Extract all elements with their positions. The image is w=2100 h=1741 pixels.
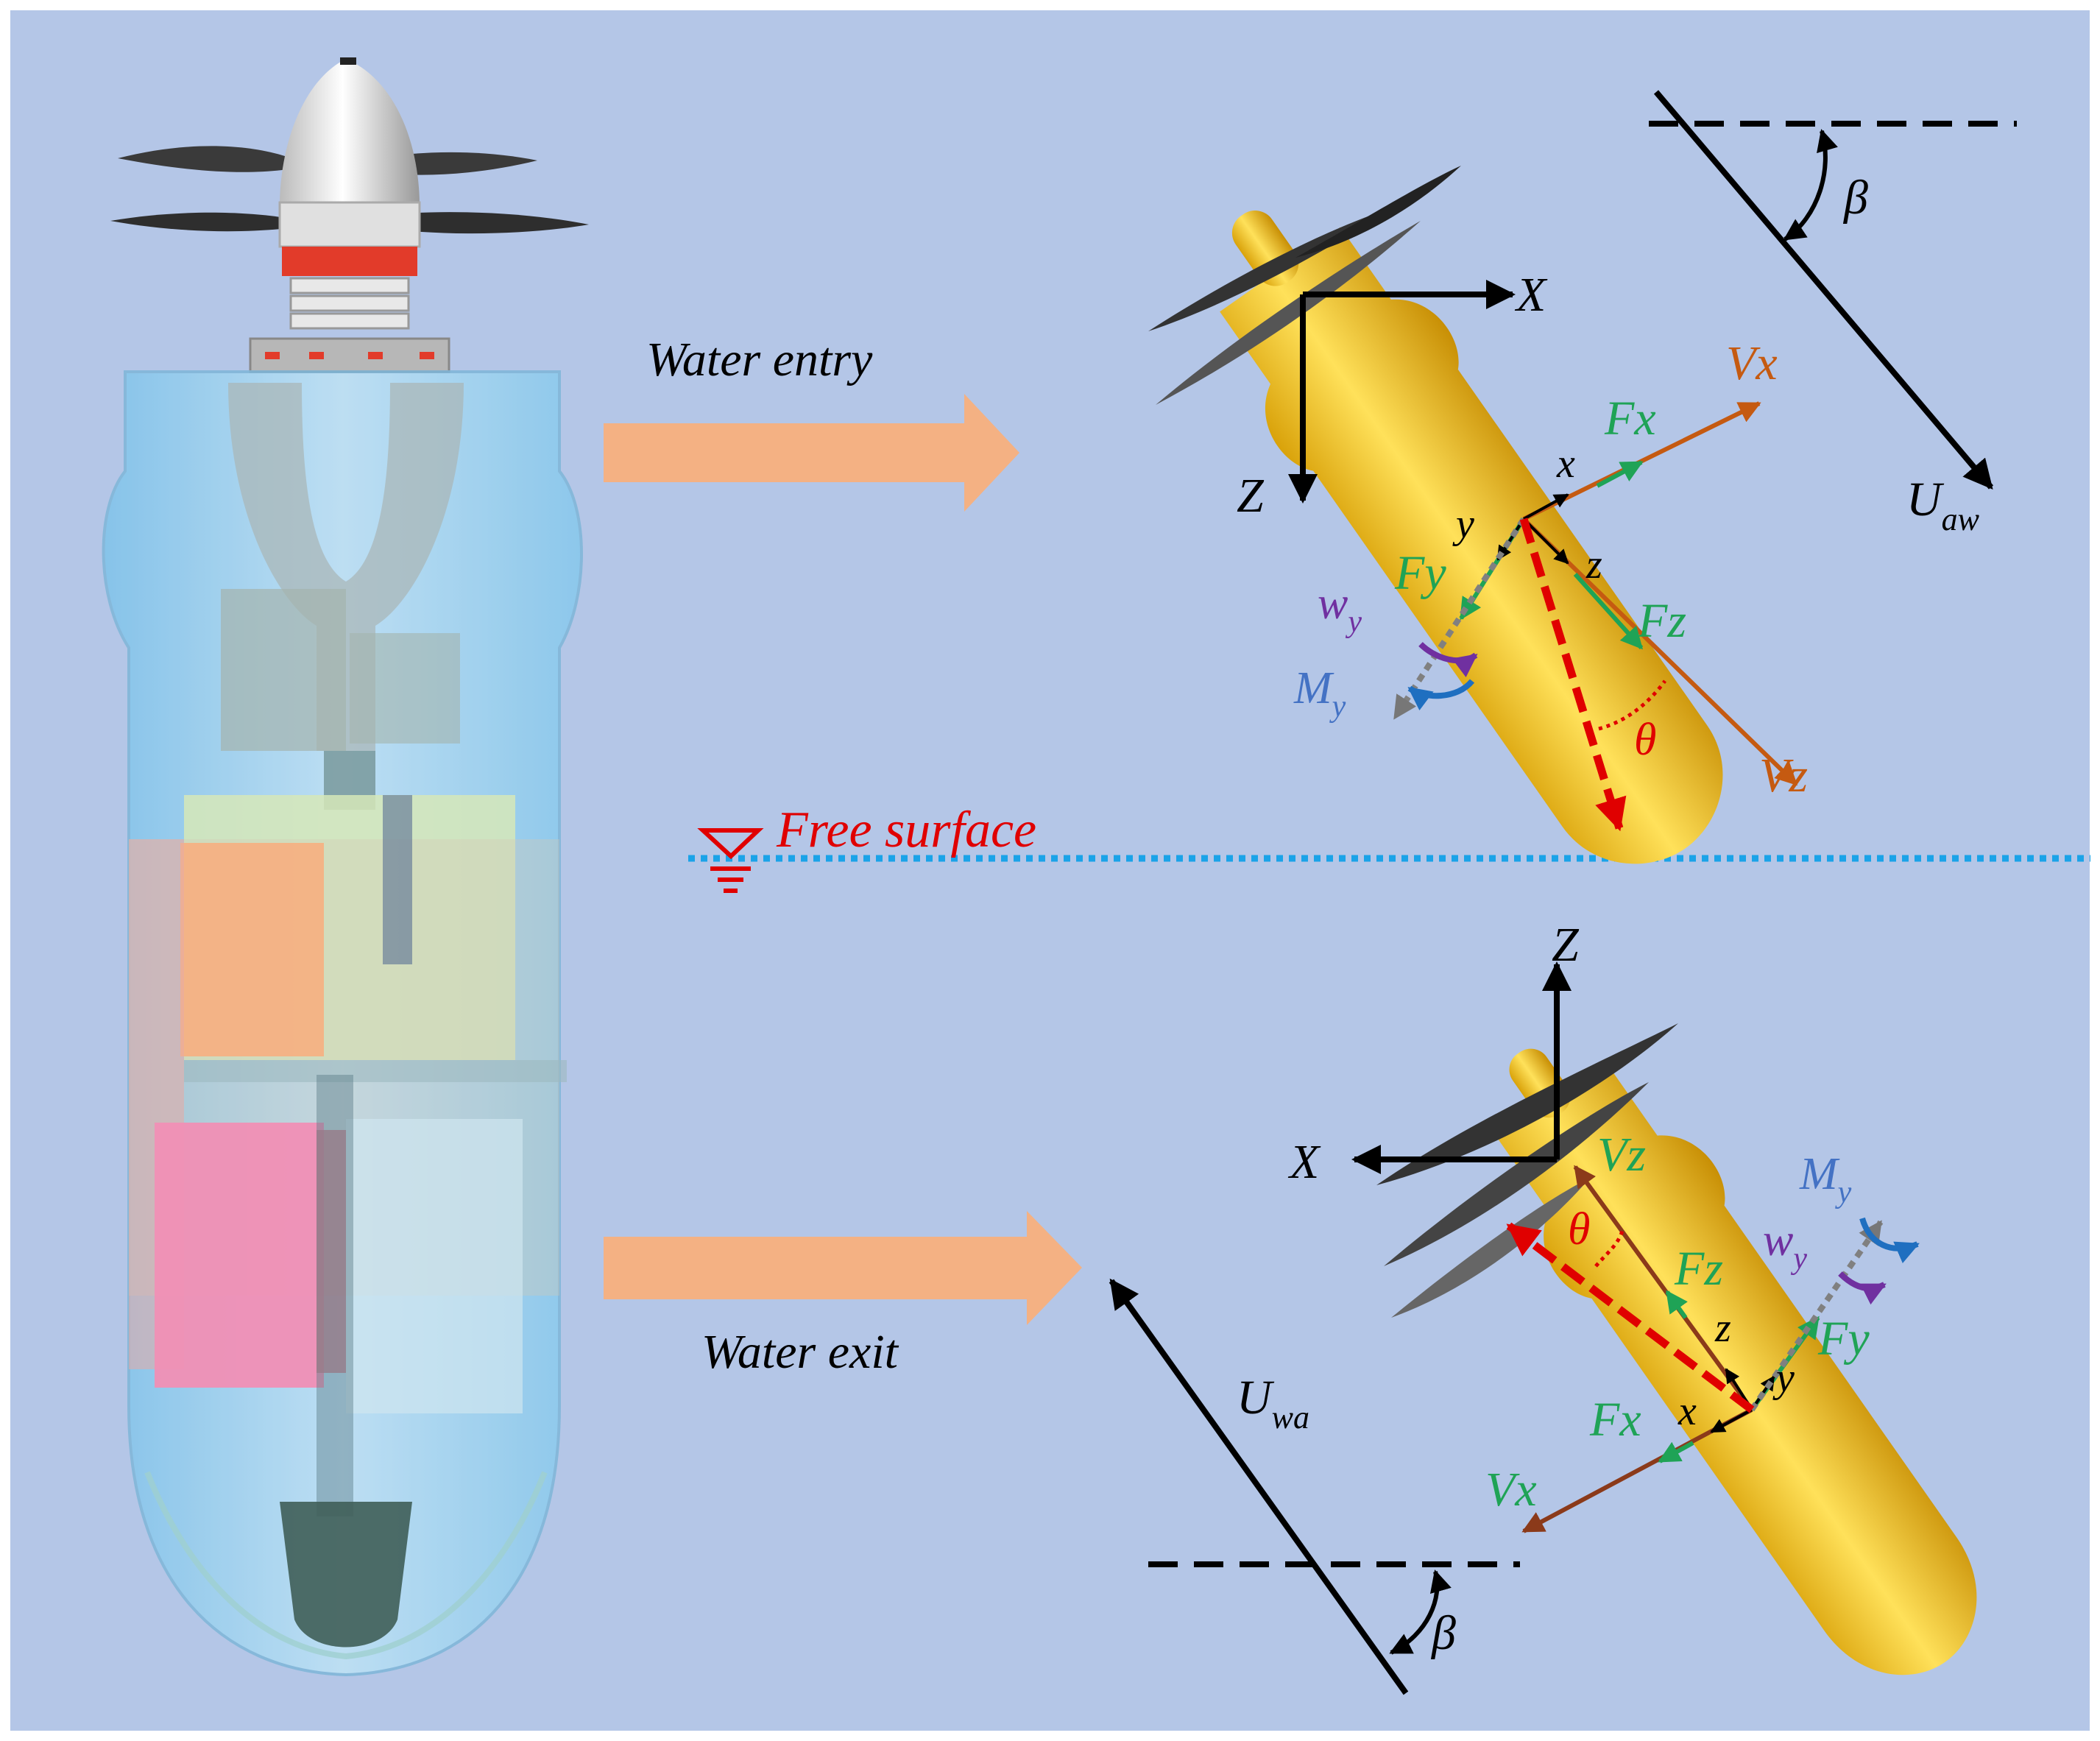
entry-velocity-direction [1519, 518, 1627, 832]
entry-w-label: wy [1318, 579, 1362, 639]
exit-M-label: My [1799, 1149, 1852, 1209]
entry-theta-label: θ [1634, 715, 1656, 765]
entry-Fx-label: Fx [1604, 392, 1656, 445]
exit-y-label: y [1772, 1355, 1795, 1401]
propeller [110, 57, 589, 373]
exit-w-subscript: y [1790, 1242, 1807, 1276]
entry-Fz-label: Fz [1637, 594, 1686, 648]
free-surface-symbol [697, 828, 764, 893]
entry-x-axis [1523, 493, 1569, 520]
water-entry-arrow [604, 394, 1019, 512]
entry-U-subscript: aw [1942, 501, 1980, 537]
exit-rotation-axis [1749, 1220, 1884, 1412]
entry-w-subscript: y [1345, 605, 1362, 639]
entry-M-subscript: y [1329, 690, 1346, 724]
exit-Vz-vector [1573, 1165, 1754, 1411]
entry-Vx-label: Vx [1726, 336, 1778, 390]
entry-M-symbol: M [1293, 663, 1334, 713]
exit-Fz-vector [1665, 1290, 1688, 1319]
entry-beta-label: β [1842, 171, 1868, 225]
entry-U-label: Uaw [1906, 473, 1980, 537]
entry-Vz-vector [1521, 517, 1798, 786]
entry-M-label: My [1293, 663, 1346, 724]
exit-Vx-label: Vx [1485, 1463, 1537, 1516]
entry-vehicle [1148, 166, 1723, 864]
entry-U-symbol: U [1906, 473, 1945, 526]
exit-M-symbol: M [1799, 1149, 1840, 1199]
entry-beta-arc [1783, 129, 1838, 241]
entry-theta-arc [1598, 679, 1667, 731]
exit-X-label: X [1287, 1135, 1321, 1189]
exit-global-axes [1351, 961, 1572, 1174]
entry-Fy-label: Fy [1394, 546, 1446, 600]
exit-velocity-direction [1506, 1222, 1755, 1413]
exit-Z-label: Z [1552, 918, 1580, 972]
entry-Fx-vector [1596, 460, 1644, 488]
exit-Fz-label: Fz [1674, 1242, 1723, 1296]
exit-M-subscript: y [1835, 1176, 1852, 1209]
exit-theta-arc [1594, 1227, 1625, 1268]
entry-X-label: X [1514, 268, 1548, 322]
exit-beta-arc [1389, 1569, 1452, 1655]
entry-moment-arc [1407, 679, 1475, 711]
exit-x-axis [1710, 1408, 1753, 1433]
water-exit-arrow [604, 1211, 1082, 1325]
entry-Vz-label: Vz [1759, 749, 1808, 802]
entry-Z-label: Z [1237, 469, 1265, 523]
exit-Fy-label: Fy [1817, 1312, 1870, 1366]
entry-Fz-vector [1573, 572, 1644, 650]
exit-Fx-label: Fx [1589, 1393, 1641, 1447]
exit-U-symbol: U [1237, 1371, 1275, 1424]
entry-z-label: z [1585, 542, 1602, 587]
exit-U-label: Uwa [1237, 1371, 1309, 1435]
exit-theta-label: θ [1568, 1204, 1590, 1254]
entry-y-label: y [1452, 501, 1474, 547]
exit-U-subscript: wa [1272, 1399, 1309, 1435]
water-entry-label: Water entry [646, 333, 873, 386]
exit-w-label: wy [1763, 1215, 1807, 1276]
exit-trajectory-line [1109, 1278, 1409, 1695]
exit-beta-label: β [1430, 1606, 1456, 1660]
exit-w-symbol: w [1763, 1215, 1793, 1265]
exit-moment-arc [1859, 1217, 1920, 1264]
water-exit-label: Water exit [701, 1325, 899, 1379]
entry-w-symbol: w [1318, 579, 1348, 629]
entry-trajectory-line [1653, 90, 1994, 490]
entry-global-axes [1288, 280, 1516, 504]
exit-omega-arc [1838, 1271, 1887, 1305]
exit-Vz-label: Vz [1597, 1128, 1646, 1182]
vehicle-cutaway [102, 57, 589, 1677]
exit-z-label: z [1714, 1305, 1731, 1351]
exit-Fx-vector [1658, 1441, 1694, 1463]
entry-omega-arc [1418, 642, 1478, 678]
entry-z-axis [1522, 518, 1569, 565]
exit-x-label: x [1677, 1388, 1697, 1434]
entry-x-label: x [1556, 441, 1575, 487]
free-surface-label: Free surface [776, 802, 1036, 858]
